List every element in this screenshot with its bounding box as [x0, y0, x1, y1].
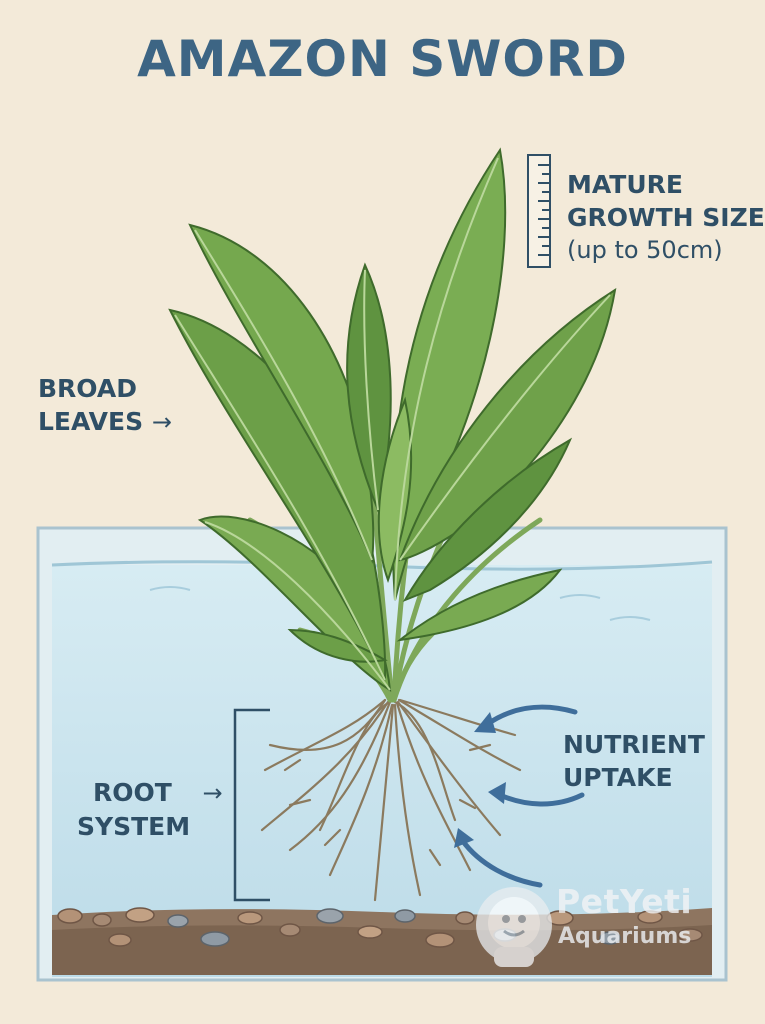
ruler-icon: [527, 154, 551, 268]
yeti-logo-icon: [476, 887, 552, 967]
root-system: [260, 698, 522, 902]
label-nutrient-uptake: NUTRIENT UPTAKE: [563, 728, 705, 794]
page-title: AMAZON SWORD: [137, 30, 628, 88]
label-line: GROWTH SIZE: [567, 203, 765, 232]
leaf: [398, 287, 617, 562]
label-text: ROOT: [93, 778, 172, 807]
arrow-right-icon: →: [151, 408, 172, 436]
label-text: LEAVES: [38, 407, 144, 436]
watermark: PetYeti Aquariums: [470, 880, 720, 970]
label-line: MATURE: [567, 170, 683, 199]
arrow-right-icon: →: [202, 779, 223, 807]
label-line: ROOT →: [77, 776, 223, 810]
label-root-system: ROOT → SYSTEM: [77, 776, 223, 843]
label-line: BROAD: [38, 374, 137, 403]
leaf: [168, 308, 387, 681]
leaf: [402, 437, 573, 603]
leaf: [396, 568, 563, 642]
label-line: NUTRIENT: [563, 730, 705, 759]
label-mature-growth-size: MATURE GROWTH SIZE (up to 50cm): [567, 168, 765, 267]
bracket-icon: [233, 708, 270, 902]
watermark-subtitle: Aquariums: [558, 924, 692, 949]
curved-arrow-icon: [459, 704, 585, 888]
label-line: (up to 50cm): [567, 236, 723, 264]
label-line: SYSTEM: [77, 812, 191, 841]
leaf: [346, 262, 392, 514]
curved-arrow-head: [454, 712, 506, 848]
label-broad-leaves: BROAD LEAVES →: [38, 372, 172, 439]
label-line: LEAVES →: [38, 405, 172, 439]
watermark-brand: PetYeti: [556, 882, 693, 921]
leaf: [377, 396, 413, 584]
label-line: UPTAKE: [563, 763, 673, 792]
broad-leaves: [168, 147, 617, 692]
